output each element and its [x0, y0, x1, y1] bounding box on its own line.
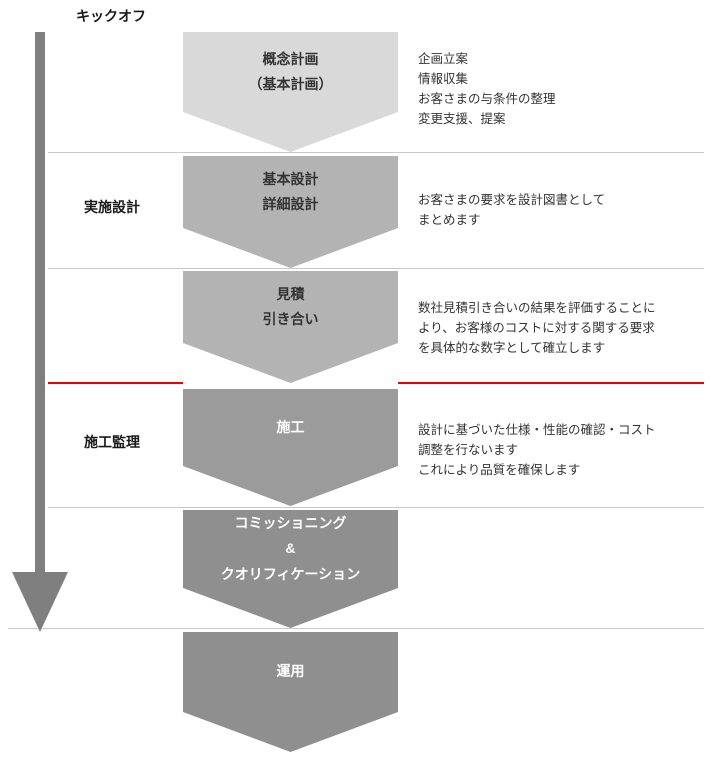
kickoff-label: キックオフ — [76, 8, 146, 24]
phase-title: 概念計画 （基本計画） — [248, 50, 333, 92]
timeline-arrow-bar — [35, 32, 45, 572]
phase-chevron-commissioning-qualification: コミッショニング & クオリフィケーション — [183, 510, 398, 628]
phase-chevron-basic-detailed-design: 基本設計 詳細設計 — [183, 156, 398, 268]
phase-description: 数社見積引き合いの結果を評価することに より、お客様のコストに対する関する要求 … — [418, 301, 656, 355]
phase-description: 設計に基づいた仕様・性能の確認・コスト 調整を行ないます これにより品質を確保し… — [418, 423, 656, 477]
timeline-arrow-head-icon — [12, 572, 68, 632]
side-label-construction-supervision: 施工監理 — [84, 434, 140, 450]
divider-line — [8, 628, 704, 629]
phase-title: 見積 引き合い — [262, 285, 319, 327]
phase-chevron-construction: 施工 — [183, 389, 398, 506]
red-separator-line — [48, 382, 183, 384]
phase-chevron-concept-plan: 概念計画 （基本計画） — [183, 32, 398, 152]
divider-line — [48, 507, 704, 508]
red-separator-line — [398, 382, 704, 384]
phase-title: コミッショニング & クオリフィケーション — [220, 515, 361, 582]
phase-title: 運用 — [276, 663, 305, 680]
divider-line — [48, 268, 704, 269]
phase-description: お客さまの要求を設計図書として まとめます — [418, 193, 606, 227]
phase-title: 施工 — [276, 418, 305, 435]
phase-chevron-operation: 運用 — [183, 632, 398, 752]
phase-description: 企画立案 情報収集 お客さまの与条件の整理 変更支援、提案 — [418, 52, 556, 126]
phase-title: 基本設計 詳細設計 — [262, 170, 319, 212]
phase-chevron-estimate-inquiry: 見積 引き合い — [183, 271, 398, 383]
divider-line — [48, 152, 704, 153]
side-label-implementation-design: 実施設計 — [84, 199, 140, 215]
